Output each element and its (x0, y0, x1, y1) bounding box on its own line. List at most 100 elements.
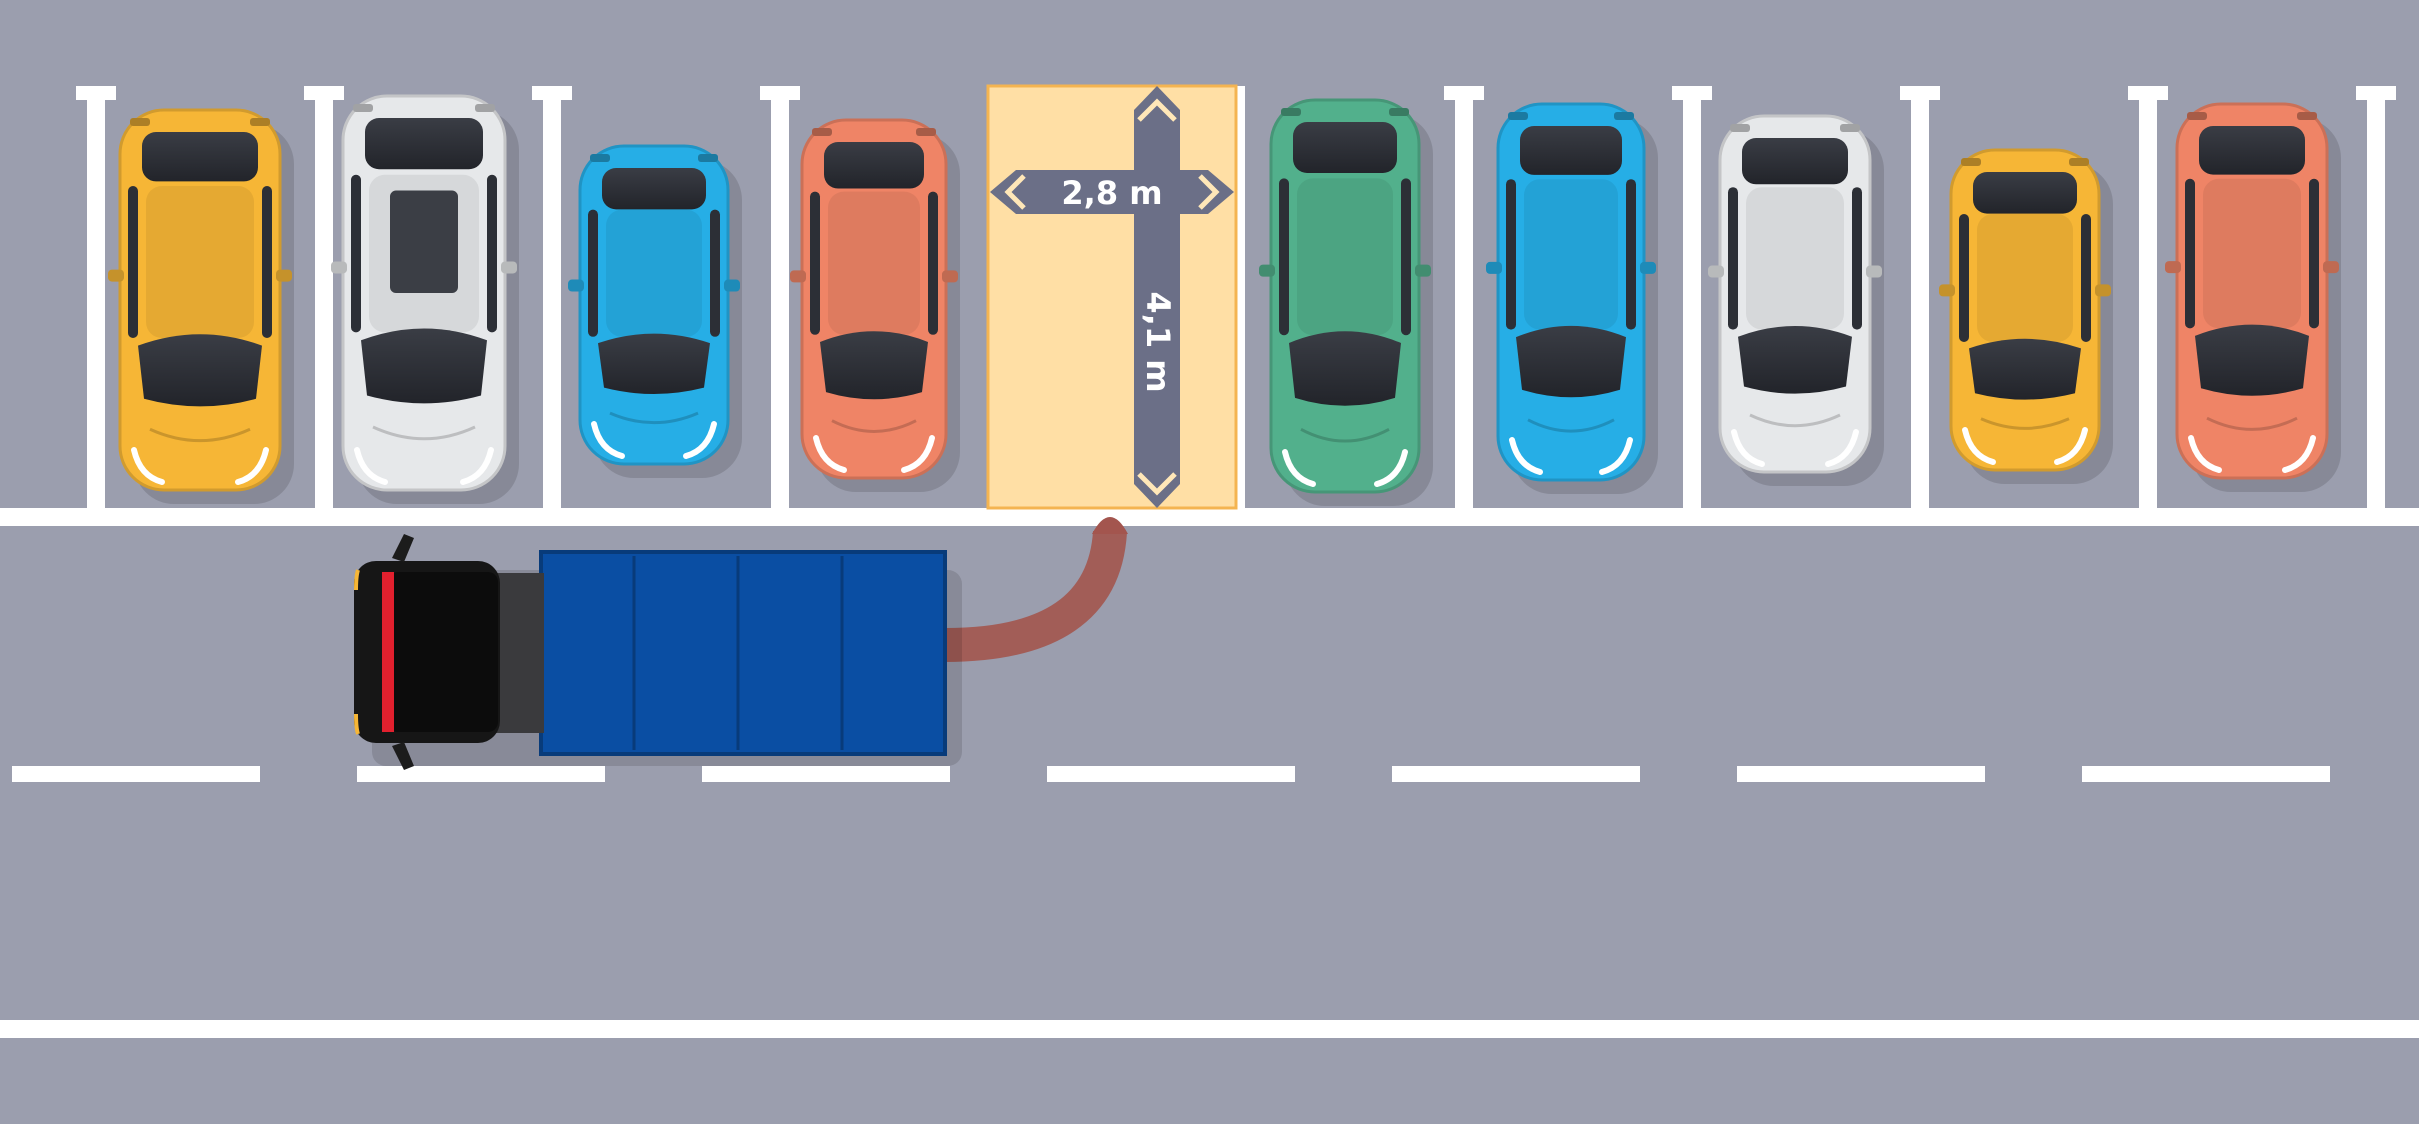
car-headlight (2054, 427, 2088, 465)
car-tail-light (1961, 158, 1981, 166)
parked-car (1259, 98, 1433, 506)
truck-headlight (354, 569, 360, 591)
car-mirror (276, 269, 292, 282)
bay-divider-cap (1900, 86, 1940, 100)
car-mirror (501, 261, 517, 274)
car-headlight (2188, 435, 2222, 473)
car-roof (606, 209, 702, 337)
car-mirror (2165, 261, 2181, 274)
length-dimension-label: 4,1 m (1139, 291, 1177, 392)
car-side-window (1852, 187, 1862, 330)
bay-divider-cap (304, 86, 344, 100)
car-headlight (1962, 427, 1996, 465)
car-side-window (1506, 179, 1516, 330)
car-headlight (901, 435, 935, 473)
car-mirror (790, 270, 806, 283)
car-tail-light (2187, 112, 2207, 120)
car-mirror (1708, 265, 1724, 278)
car-tail-light (812, 128, 832, 136)
lane-dash (702, 766, 950, 782)
car-side-window (262, 186, 272, 338)
car-rear-window (365, 118, 483, 170)
car-side-window (487, 174, 497, 333)
truck-cargo-box (539, 550, 947, 756)
car-mirror (1866, 265, 1882, 278)
car-rear-window (1973, 172, 2077, 214)
bay-divider-cap (1672, 86, 1712, 100)
road-markings (0, 766, 2419, 1038)
bay-divider-line (771, 86, 789, 510)
car-headlight (354, 447, 388, 485)
car-side-window (1279, 178, 1289, 336)
bay-divider-cap (76, 86, 116, 100)
car-mirror (1259, 264, 1275, 277)
arrow-head-chevron (1137, 472, 1177, 496)
car-headlight (591, 421, 625, 459)
parked-car (1939, 148, 2113, 484)
car-headlight (131, 447, 165, 485)
car-mirror (331, 261, 347, 274)
parked-car (108, 108, 294, 504)
car-roof (2203, 178, 2301, 329)
parked-car (1486, 102, 1658, 494)
car-tail-light (1508, 112, 1528, 120)
car-tail-light (2297, 112, 2317, 120)
car-windshield (1738, 326, 1852, 394)
car-hood-line (1749, 413, 1841, 428)
car-side-window (2081, 214, 2091, 342)
car-mirror (1640, 261, 1656, 274)
lane-dash (357, 766, 605, 782)
car-side-window (1401, 178, 1411, 336)
car-mirror (2323, 261, 2339, 274)
car-rear-window (2199, 126, 2305, 175)
parked-car (1708, 114, 1884, 486)
truck-cab-stripe (382, 572, 394, 732)
car-side-window (810, 191, 820, 335)
bay-divider-cap (1444, 86, 1484, 100)
car-roof (1297, 178, 1393, 336)
car-mirror (1939, 284, 1955, 297)
car-windshield (1969, 338, 2081, 400)
car-rear-window (1293, 122, 1397, 173)
free-parking-spot (986, 84, 1238, 510)
truck-cab-joint (494, 573, 544, 733)
parked-car (568, 144, 742, 478)
car-tail-light (475, 104, 495, 112)
curb-line (0, 508, 2419, 526)
car-hood-line (149, 427, 251, 443)
lane-dash (1392, 766, 1640, 782)
car-hood-line (1527, 418, 1615, 433)
car-mirror (568, 279, 584, 292)
bay-divider-line (1455, 86, 1473, 510)
car-mirror (1486, 261, 1502, 274)
car-hood-line (1980, 417, 2070, 430)
path-arrow-tip (1092, 517, 1128, 534)
car-sunroof (390, 190, 458, 293)
parked-cars (108, 94, 2341, 506)
car-tail-light (2069, 158, 2089, 166)
car-rear-window (1520, 126, 1622, 175)
arrow-head-chevron (1004, 174, 1026, 210)
bay-divider-line (543, 86, 561, 510)
bay-divider-cap (760, 86, 800, 100)
car-roof (1746, 187, 1844, 330)
bay-divider-line (2139, 86, 2157, 510)
car-windshield (1289, 331, 1401, 406)
car-rear-window (142, 132, 258, 182)
car-side-window (1626, 179, 1636, 330)
lane-dash (2082, 766, 2330, 782)
car-windshield (2195, 324, 2309, 396)
car-rear-window (824, 142, 924, 189)
car-side-window (351, 174, 361, 333)
car-hood-line (372, 425, 476, 441)
truck-mirror-icon (392, 742, 414, 770)
car-tail-light (1614, 112, 1634, 120)
car-side-window (928, 191, 938, 335)
parked-car (331, 94, 519, 504)
car-headlight (235, 447, 269, 485)
car-tail-light (1840, 124, 1860, 132)
road-edge-line (0, 1020, 2419, 1038)
car-mirror (2095, 284, 2111, 297)
car-headlight (813, 435, 847, 473)
car-windshield (361, 328, 487, 404)
